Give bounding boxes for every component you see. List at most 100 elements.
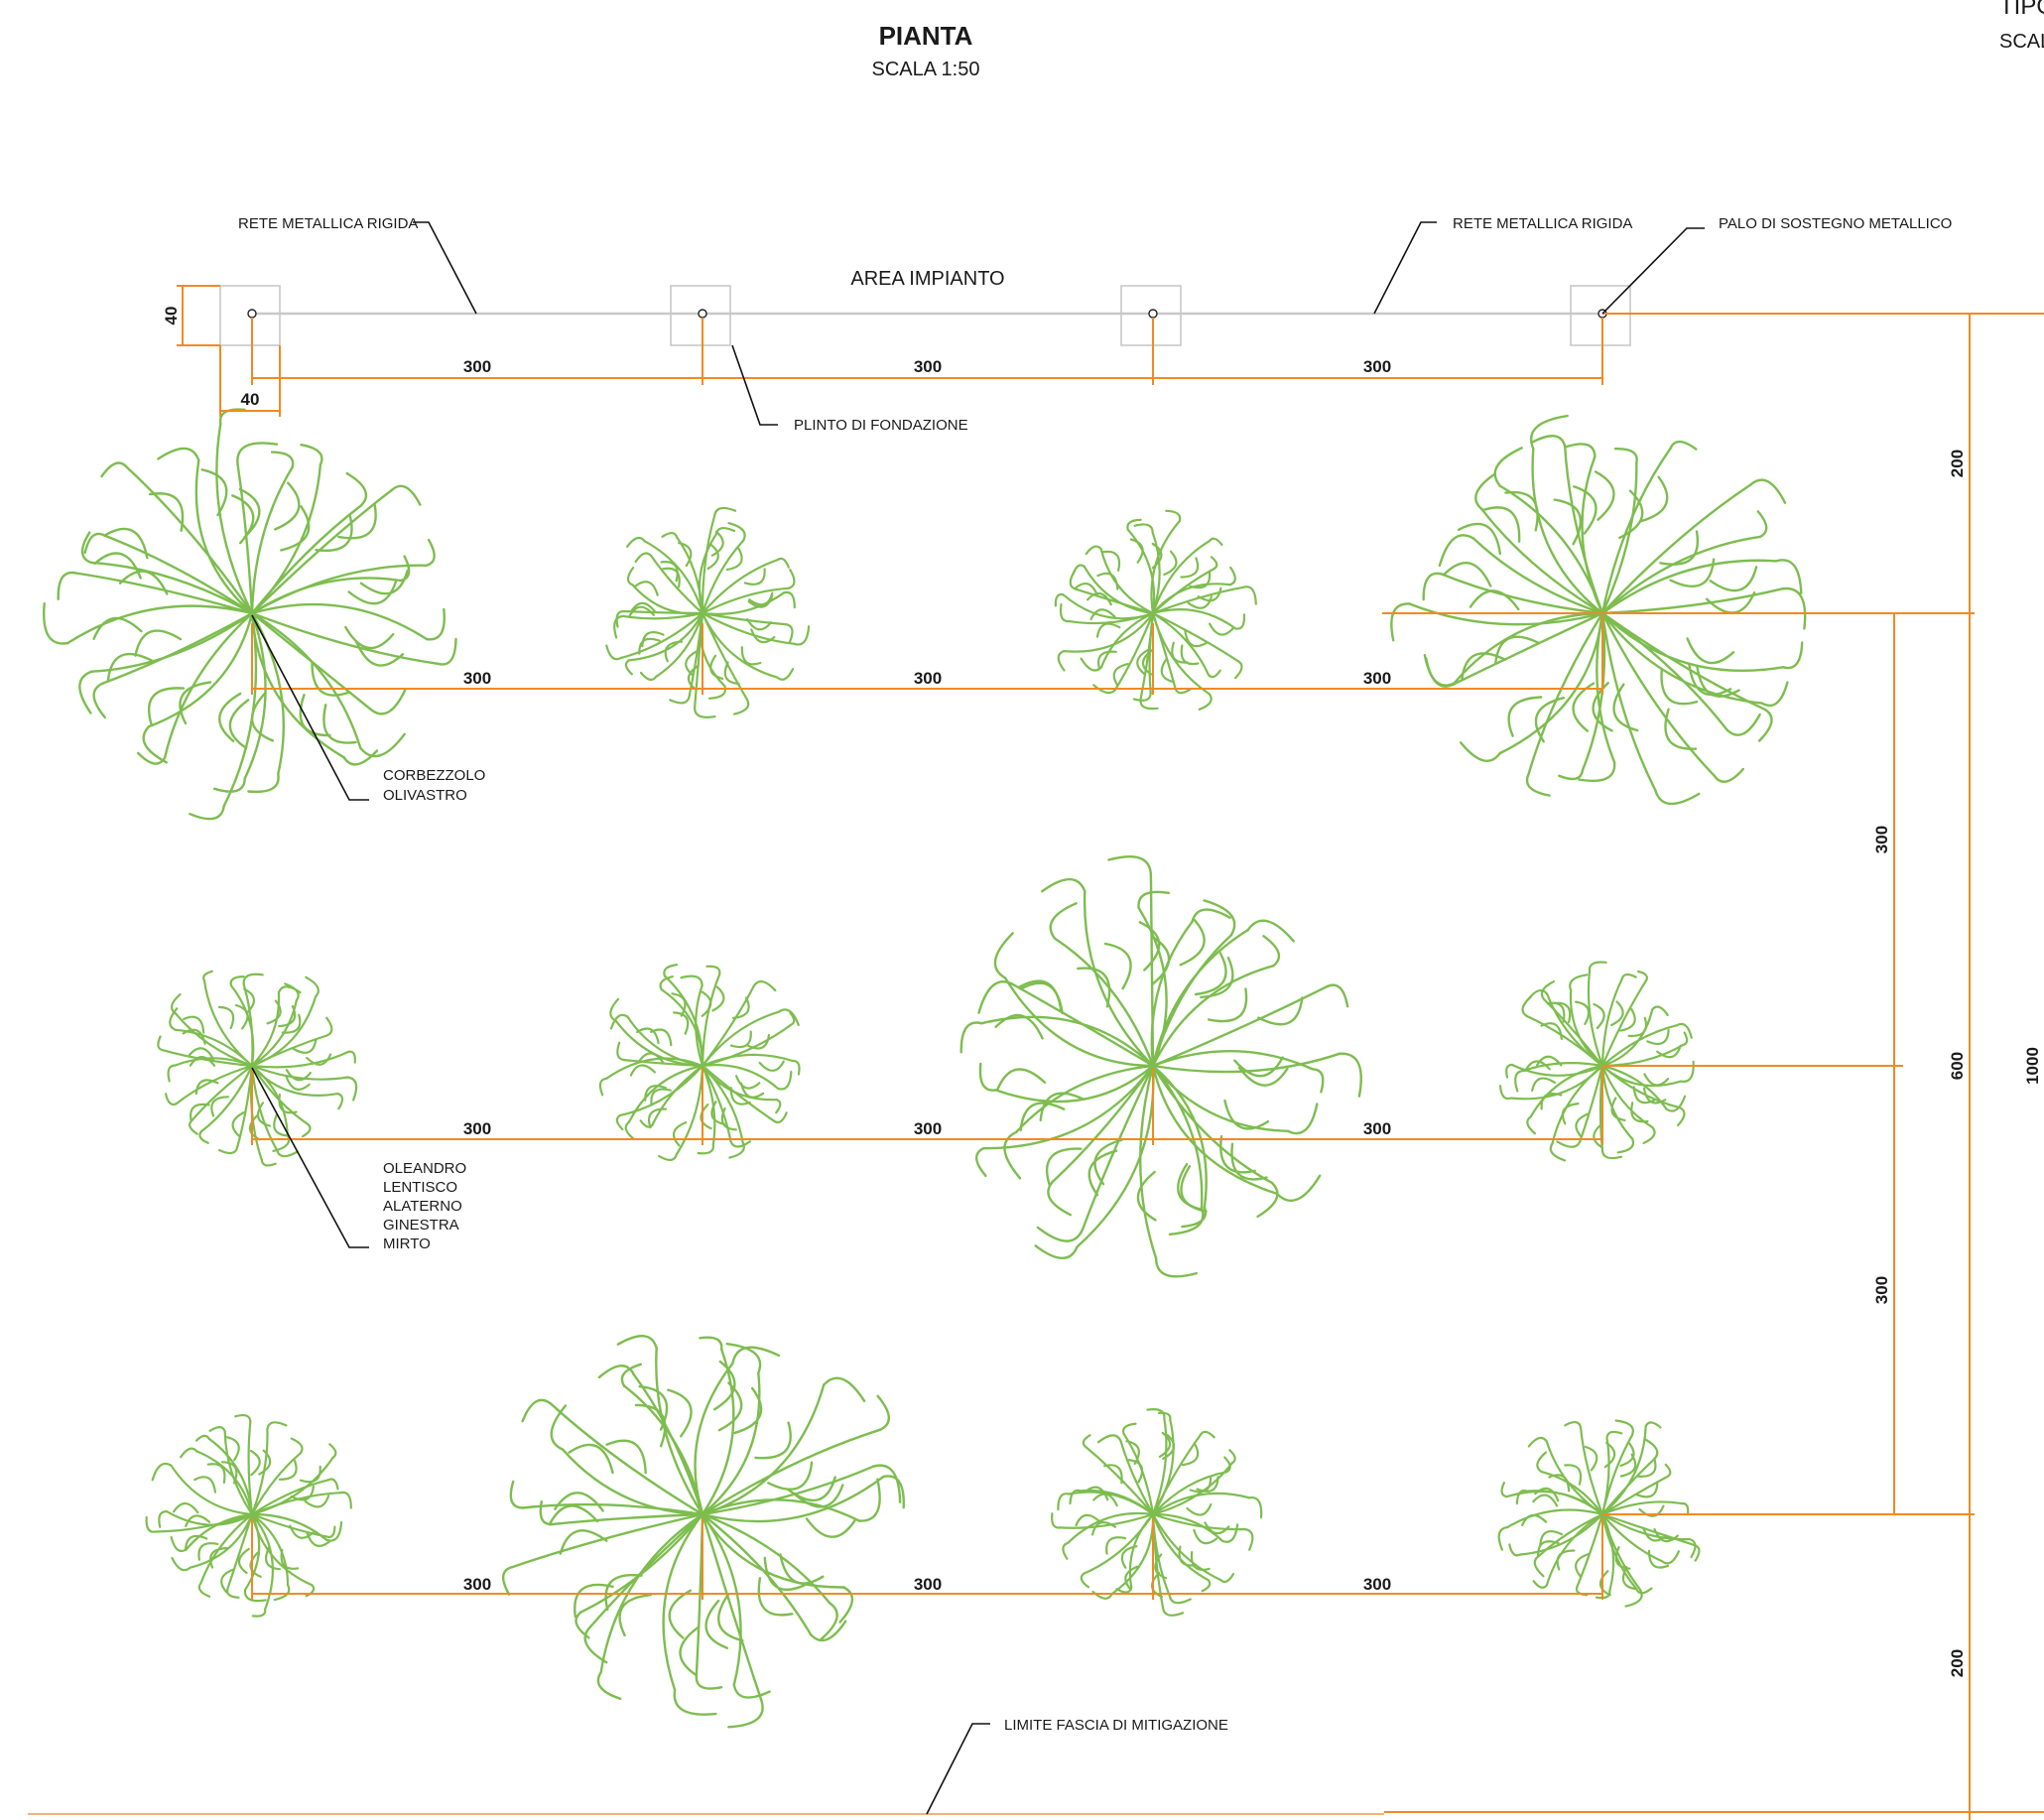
- tree-branch: [250, 1064, 349, 1081]
- tree-leaf: [667, 1388, 693, 1438]
- tree-twig: [1536, 1451, 1548, 1473]
- tree-leaf: [306, 1532, 331, 1547]
- dim-row2-1: 300: [463, 1119, 491, 1138]
- tree-twig: [1003, 1130, 1022, 1180]
- tree-twig: [1635, 1587, 1653, 1595]
- tree-leaf: [709, 654, 724, 680]
- tree-twig: [1203, 899, 1236, 937]
- tree-leaf: [1556, 1549, 1576, 1571]
- tree-twig: [1438, 534, 1475, 568]
- tree-leaf: [193, 1476, 216, 1494]
- tree-large: [1390, 414, 1807, 806]
- tree-leaf: [315, 515, 353, 553]
- tree-twig: [234, 1414, 252, 1423]
- dim-right-row-a: 300: [1872, 826, 1891, 853]
- dim-row1-1: 300: [463, 669, 491, 688]
- label-species-small-3: ALATERNO: [383, 1198, 462, 1215]
- tree-twig: [78, 670, 93, 715]
- tree-twig: [1595, 1590, 1611, 1600]
- tree-leaf: [1521, 1513, 1548, 1527]
- tree-twig: [605, 644, 623, 661]
- tree-leaf: [1627, 1016, 1648, 1038]
- tree-branch: [250, 1064, 279, 1151]
- tree-leaf: [179, 681, 212, 725]
- tree-leaf: [306, 1053, 332, 1066]
- tree-leaf: [1632, 1086, 1655, 1105]
- tree-twig: [1757, 708, 1773, 742]
- tree-twig: [959, 1021, 983, 1054]
- tree-leaf: [1584, 1445, 1598, 1472]
- tree-leaf: [1105, 1536, 1127, 1555]
- tree-branch: [74, 572, 254, 615]
- tree-leaf: [1208, 987, 1248, 1023]
- tree-twig: [777, 1070, 793, 1091]
- tree-leaf: [285, 1076, 311, 1091]
- tree-leaf: [1553, 1001, 1572, 1024]
- tree-branch: [655, 611, 704, 678]
- tree-branch: [222, 611, 258, 808]
- tree-twig: [695, 1675, 723, 1690]
- tree-leaf: [1659, 530, 1700, 566]
- tree-branch: [694, 1362, 734, 1516]
- tree-leaf: [1536, 1055, 1563, 1067]
- tree-twig: [217, 1145, 239, 1155]
- tree-twig: [180, 1447, 198, 1459]
- tree-leaf: [735, 1075, 761, 1090]
- tree-leaf: [717, 1381, 743, 1432]
- tree-twig: [170, 993, 182, 1015]
- tree-twig: [151, 1462, 173, 1482]
- tree-leaf: [285, 1069, 312, 1082]
- tree-branch: [101, 611, 254, 685]
- tree-leaf: [1160, 657, 1175, 684]
- tree-twig: [791, 1059, 801, 1076]
- tree-branch: [701, 611, 796, 645]
- tree-branch: [1569, 988, 1604, 1068]
- tree-twig: [793, 625, 811, 646]
- tree-branch: [1151, 1512, 1222, 1582]
- tree-branch: [1472, 537, 1604, 615]
- tree-twig: [857, 1478, 881, 1522]
- tree-branch: [1452, 611, 1604, 686]
- tree-twig: [1051, 1512, 1062, 1529]
- tree-leaf: [660, 561, 679, 583]
- tree-twig: [251, 1608, 267, 1618]
- tree-twig: [882, 1475, 905, 1509]
- tree-branch: [199, 1512, 254, 1585]
- tree-twig: [1569, 974, 1589, 991]
- tree-branch: [250, 1050, 350, 1069]
- drawing-scale: SCALA 1:50: [872, 59, 980, 80]
- tree-twig: [1146, 1408, 1166, 1420]
- tree-branch: [1151, 1052, 1341, 1074]
- tree-leaf: [1177, 1162, 1204, 1212]
- tree-branch: [250, 465, 294, 615]
- tree-twig: [1425, 657, 1456, 688]
- tree-branch: [191, 1064, 254, 1122]
- tree-branch: [250, 602, 429, 641]
- tree-leaf: [743, 568, 766, 585]
- tree-twig: [1616, 1137, 1635, 1154]
- tree-branch: [1522, 1062, 1604, 1072]
- tree-twig: [1460, 741, 1501, 762]
- tree-branch: [1600, 1512, 1696, 1547]
- tree-leaf: [745, 1033, 770, 1050]
- tree-twig: [1157, 1411, 1172, 1421]
- tree-branch: [1084, 1445, 1155, 1516]
- tree-twig: [1208, 537, 1223, 547]
- tree-branch: [1128, 1512, 1155, 1589]
- tree-leaf: [200, 468, 228, 517]
- tree-twig: [57, 571, 77, 600]
- tree-leaf: [548, 1504, 599, 1526]
- tree-branch: [90, 611, 254, 673]
- tree-branch: [662, 1512, 704, 1692]
- tree-twig: [820, 1602, 838, 1641]
- tree-leaf: [1019, 981, 1064, 1015]
- tree-leaf: [299, 694, 331, 737]
- tree-branch: [1151, 1064, 1204, 1209]
- tree-twig: [1605, 1430, 1623, 1440]
- tree-branch: [1600, 1512, 1615, 1593]
- tree-twig: [787, 569, 796, 589]
- tree-leaf: [173, 1501, 199, 1514]
- tree-branch: [510, 1512, 704, 1569]
- tree-leaf: [337, 503, 377, 540]
